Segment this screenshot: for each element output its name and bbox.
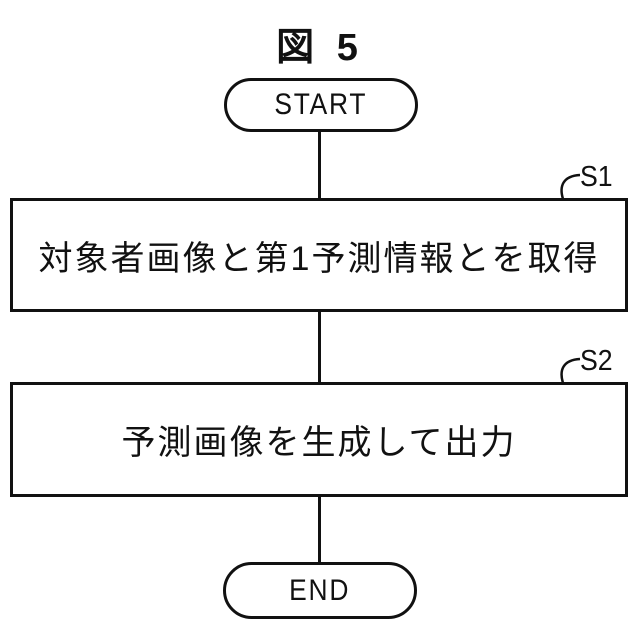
end-terminal-label: END [289,573,351,607]
step-label-s2-text: S2 [580,345,613,377]
process-box-s2: 予測画像を生成して出力 [10,382,628,497]
step-label-s1: S1 [580,161,615,194]
process-s2-text: 予測画像を生成して出力 [121,424,517,462]
s1-leader-curve-icon [560,173,581,200]
start-terminal-label: START [274,88,368,121]
figure-title: 図 5 [276,27,364,69]
connector-s1-to-s2 [318,310,321,384]
connector-start-to-s1 [318,130,321,200]
step-label-s1-text: S1 [580,161,613,193]
end-terminal: END [223,562,417,619]
s2-leader-curve-icon [560,357,581,384]
process-box-s1: 対象者画像と第1予測情報とを取得 [10,198,628,312]
connector-s2-to-end [318,495,321,564]
process-s1-text: 対象者画像と第1予測情報とを取得 [38,239,600,278]
step-label-s2: S2 [580,345,615,378]
start-terminal: START [224,78,418,132]
